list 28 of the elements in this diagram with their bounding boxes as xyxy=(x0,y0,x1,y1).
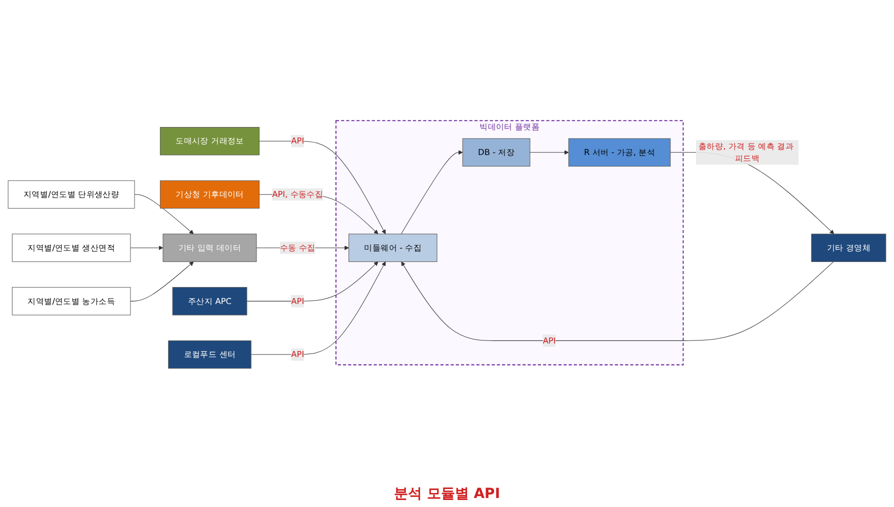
node-box: R 서버 - 가공, 분석 xyxy=(568,138,671,167)
edge-label: 수동 수집 xyxy=(280,242,316,252)
note-text: 분석 모듈별 API xyxy=(394,485,500,503)
node-box: DB - 저장 xyxy=(462,138,530,167)
edge-label: API, 수동수집 xyxy=(272,189,324,200)
node-box: 주산지 APC xyxy=(172,287,248,316)
edge-label: API xyxy=(542,336,556,346)
node-box: 기타 경영체 xyxy=(811,234,886,262)
arrow xyxy=(400,150,463,234)
node-box: 지역별/연도별 단위생산량 xyxy=(8,180,135,209)
node-box: 미들웨어 - 수집 xyxy=(348,234,438,262)
edge-label: API xyxy=(291,296,304,306)
node-box: 기타 입력 데이터 xyxy=(162,234,257,262)
edge-label: API xyxy=(291,136,304,146)
arrow xyxy=(250,261,386,355)
node-box: 도매시장 거래정보 xyxy=(160,127,260,156)
node-box: 로컬푸드 센터 xyxy=(168,340,252,369)
edge-label: 출하량, 가격 등 예측 결과 피드백 xyxy=(698,141,794,164)
node-box: 기상청 기후데이터 xyxy=(160,180,260,209)
arrow xyxy=(530,150,569,155)
arrow xyxy=(134,194,194,234)
arrow xyxy=(246,261,378,302)
node-box: 지역별/연도별 농가소득 xyxy=(12,287,131,316)
edge-label: API xyxy=(291,349,304,360)
arrow xyxy=(130,261,194,302)
arrow xyxy=(130,246,164,250)
arrow xyxy=(401,261,834,341)
node-box: 지역별/연도별 생산면적 xyxy=(12,234,131,262)
